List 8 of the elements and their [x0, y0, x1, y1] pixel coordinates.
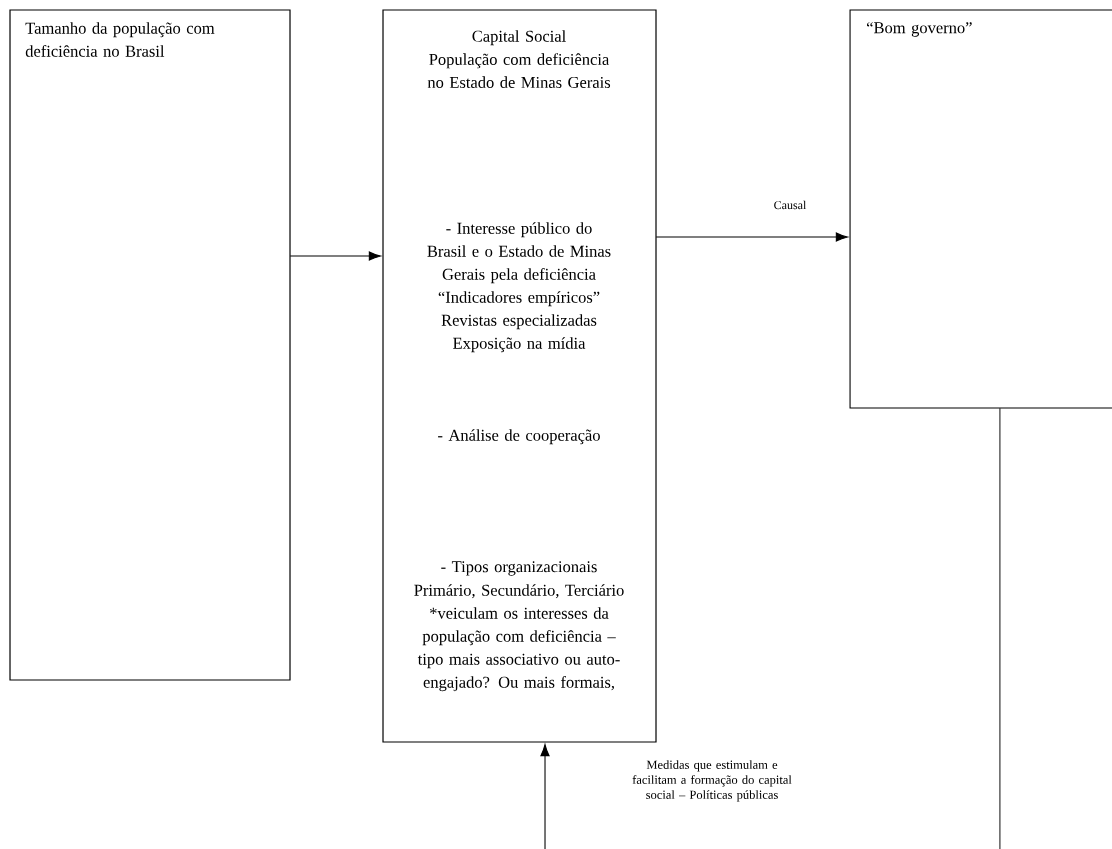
text-box: Tamanho da população com deficiência no Brasil — [9, 9, 291, 681]
arrow — [540, 744, 550, 849]
arrow — [289, 251, 381, 261]
note-text: Medidas que estimulam e facilitam a formação do capital social – Políticas públicas — [632, 760, 792, 802]
edge-label: Causal — [774, 200, 807, 210]
text-box: Capital Social População com deficiência no Estado de Minas Gerais - Interesse público do Brasil e o Estado de Minas Gerais pela deficiência “Indicadores empíricos” Revistas especializadas Exposição na mídia - Análise de cooperação - Tipos organizacionais Primário, Secundário, Terciário *veiculam os interesses da população com deficiência – tipo mais associativo ou auto-engajado? Ou mais formais, — [382, 9, 657, 743]
text-box: “Bom governo” — [849, 9, 1112, 409]
arrow — [655, 232, 848, 242]
